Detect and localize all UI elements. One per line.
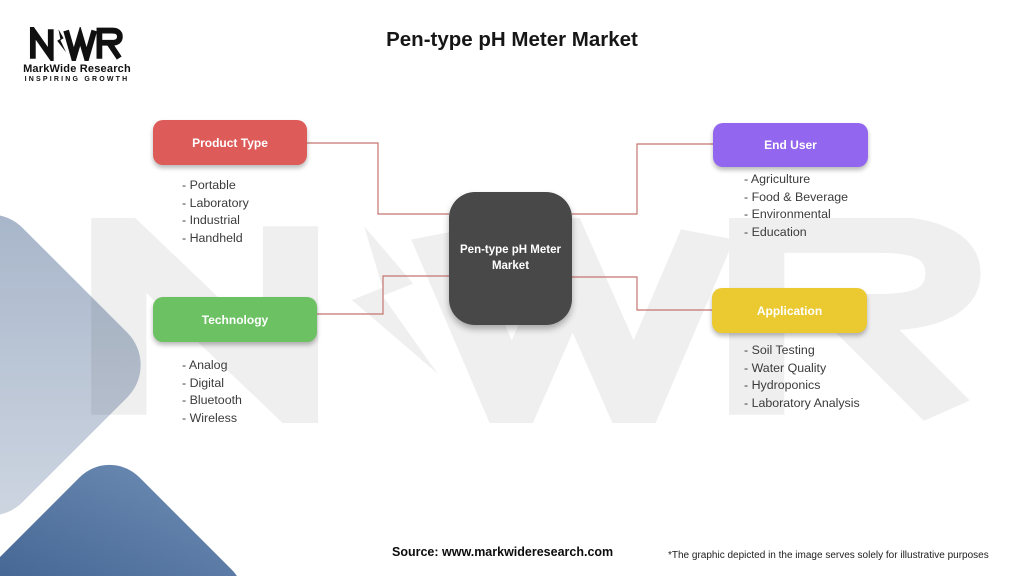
node-product-type: Product Type (153, 120, 307, 165)
list-item: - Environmental (744, 207, 831, 222)
end-user-list: - Agriculture - Food & Beverage - Enviro… (744, 171, 848, 241)
list-item: - Laboratory (182, 195, 249, 210)
list-item: - Wireless (182, 410, 238, 425)
connector-end-user (572, 143, 713, 215)
list-item: - Digital (182, 375, 224, 390)
node-label: End User (764, 138, 817, 152)
application-list: - Soil Testing - Water Quality - Hydropo… (744, 342, 860, 412)
connector-technology (317, 275, 449, 315)
node-technology: Technology (153, 297, 317, 342)
list-item: - Laboratory Analysis (744, 395, 860, 410)
logo: MarkWide Research INSPIRING GROWTH (22, 27, 132, 83)
list-item: - Soil Testing (744, 343, 815, 357)
source-text: Source: www.markwideresearch.com (392, 545, 614, 559)
list-item: - Water Quality (744, 360, 827, 375)
node-end-user: End User (713, 123, 868, 167)
list-item: - Portable (182, 178, 236, 192)
list-item: - Analog (182, 358, 228, 372)
list-item: - Hydroponics (744, 378, 821, 393)
connector-product-type (307, 142, 449, 215)
list-item: - Food & Beverage (744, 189, 849, 204)
center-node-label: Pen-type pH Meter Market (460, 243, 561, 272)
node-label: Application (756, 303, 823, 318)
list-item: - Bluetooth (182, 393, 242, 408)
disclaimer-text: *The graphic depicted in the image serve… (668, 550, 989, 561)
node-label: Technology (201, 312, 269, 327)
list-item: - Handheld (182, 230, 243, 245)
center-node-market: Pen-type pH Meter Market (449, 192, 572, 325)
logo-tagline: INSPIRING GROWTH (24, 76, 130, 83)
list-item: - Education (744, 224, 807, 239)
node-application: Application (712, 288, 867, 333)
node-label: Product Type (192, 135, 268, 150)
logo-mwr-mark-icon (29, 27, 123, 61)
product-type-list: - Portable - Laboratory - Industrial - H… (182, 177, 249, 247)
list-item: - Industrial (182, 213, 240, 228)
page-title: Pen-type pH Meter Market (386, 28, 638, 51)
technology-list: - Analog - Digital - Bluetooth - Wireles… (182, 357, 242, 427)
list-item: - Agriculture (744, 172, 811, 186)
connector-application (572, 276, 712, 311)
logo-company-name: MarkWide Research (23, 63, 131, 75)
